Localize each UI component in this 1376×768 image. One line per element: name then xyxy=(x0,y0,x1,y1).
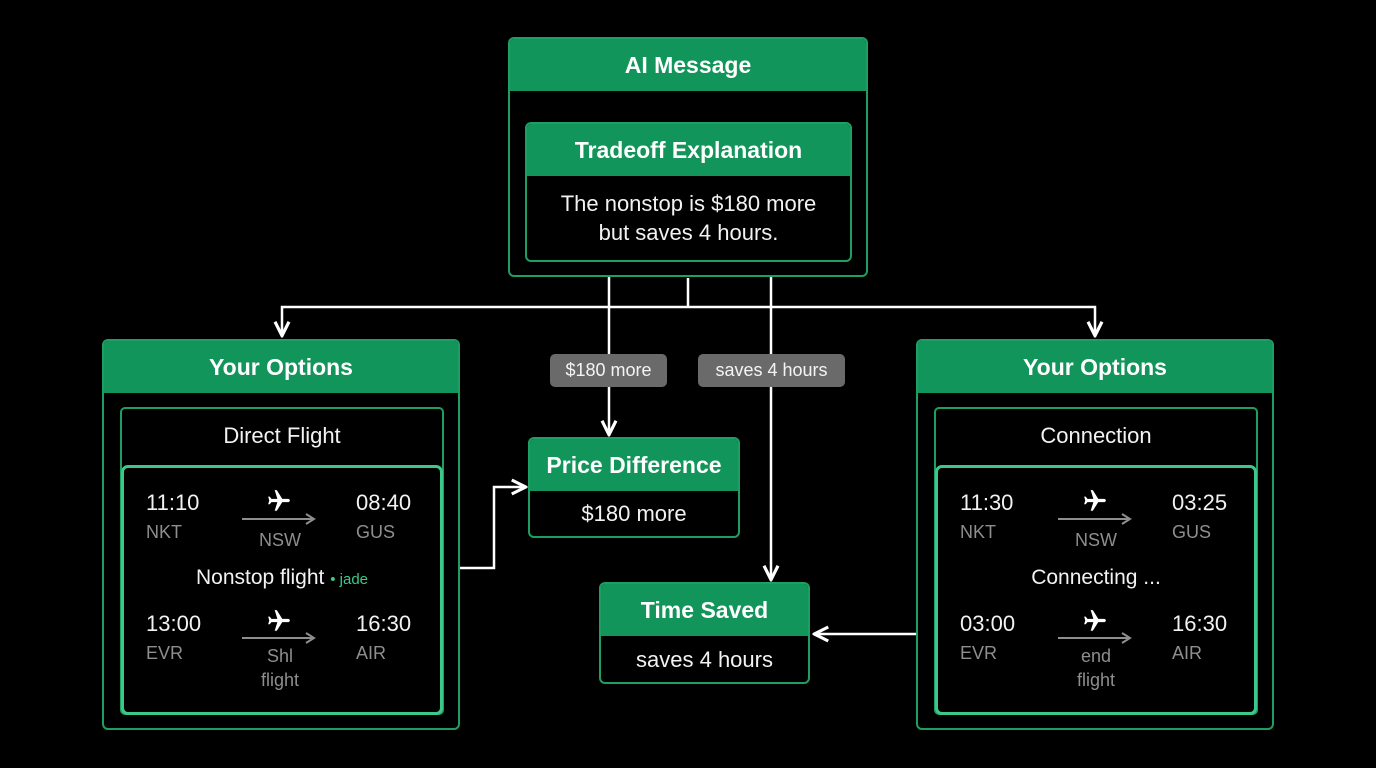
left-options-node: Your Options Direct Flight 11:10 NKT NSW… xyxy=(102,339,460,730)
time-saved-node: Time Saved saves 4 hours xyxy=(599,582,810,684)
price-difference-value: $180 more xyxy=(581,501,687,526)
leg2-via-line-1: end xyxy=(1080,646,1112,666)
arrow-right-icon xyxy=(242,632,316,644)
arrow-right-icon xyxy=(1058,513,1132,525)
tradeoff-line-2: but saves 4 hours. xyxy=(598,220,779,245)
time-saved-title: Time Saved xyxy=(601,584,808,636)
leg1-via: NSW xyxy=(1075,530,1117,550)
edge-to-left-options xyxy=(282,305,688,334)
tradeoff-explanation-node: Tradeoff Explanation The nonstop is $180… xyxy=(525,122,852,262)
leg2-arrival-code: AIR xyxy=(356,643,387,663)
right-options-subtitle: Connection xyxy=(1040,423,1152,448)
left-options-title: Your Options xyxy=(104,341,458,393)
leg2-departure-code: EVR xyxy=(146,643,184,663)
leg1-departure-time: 11:30 xyxy=(960,490,1014,515)
tradeoff-explanation-text: The nonstop is $180 more but saves 4 hou… xyxy=(527,176,850,260)
leg2-departure-code: EVR xyxy=(960,643,998,663)
left-options-subtitle: Direct Flight xyxy=(223,423,341,448)
connection-flight-card[interactable]: 11:30 NKT NSW 03:25 GUS Connecting ... 0… xyxy=(935,465,1257,715)
direct-flight-status-text: Nonstop flight xyxy=(195,566,325,589)
leg2-arrival-time: 16:30 xyxy=(1172,611,1228,636)
ai-message-title: AI Message xyxy=(510,39,866,91)
price-difference-node: Price Difference $180 more xyxy=(528,437,740,538)
leg2-arrival-time: 16:30 xyxy=(356,611,412,636)
leg2-via-line-2: flight xyxy=(260,670,300,690)
leg2-via: Shl flight xyxy=(230,644,330,692)
connection-status: Connecting ... xyxy=(1031,566,1161,589)
arrow-right-icon xyxy=(1058,632,1132,644)
leg2-via: end flight xyxy=(1046,644,1146,692)
edge-label-time: saves 4 hours xyxy=(698,354,845,387)
time-saved-value: saves 4 hours xyxy=(636,646,773,672)
leg1-arrival-time: 08:40 xyxy=(356,490,412,515)
left-options-inner: Direct Flight 11:10 NKT NSW 08:40 GUS No… xyxy=(120,407,444,715)
airplane-icon xyxy=(268,490,290,511)
tradeoff-line-1: The nonstop is $180 more xyxy=(560,191,817,216)
tradeoff-explanation-title: Tradeoff Explanation xyxy=(527,124,850,176)
direct-flight-card[interactable]: 11:10 NKT NSW 08:40 GUS Nonstop flight •… xyxy=(121,465,443,715)
right-options-inner: Connection 11:30 NKT NSW 03:25 GUS Conne… xyxy=(934,407,1258,715)
leg1-via: NSW xyxy=(259,530,301,550)
leg1-arrival-code: GUS xyxy=(356,522,396,542)
airplane-icon xyxy=(1084,610,1106,631)
edge-direct-to-price xyxy=(444,487,524,570)
leg1-arrival-code: GUS xyxy=(1172,522,1212,542)
price-difference-title: Price Difference xyxy=(530,439,738,491)
airplane-icon xyxy=(268,610,290,631)
leg1-departure-code: NKT xyxy=(146,522,182,542)
leg2-arrival-code: AIR xyxy=(1172,643,1203,663)
leg1-departure-time: 11:10 xyxy=(146,490,200,515)
right-options-node: Your Options Connection 11:30 NKT NSW 03… xyxy=(916,339,1274,730)
leg2-departure-time: 13:00 xyxy=(146,611,202,636)
leg2-via-line-2: flight xyxy=(1076,670,1116,690)
leg2-departure-time: 03:00 xyxy=(960,611,1016,636)
direct-flight-status-tag: • jade xyxy=(330,571,369,588)
arrow-right-icon xyxy=(242,513,316,525)
direct-flight-status: Nonstop flight • jade xyxy=(124,566,440,590)
right-options-title: Your Options xyxy=(918,341,1272,393)
airplane-icon xyxy=(1084,490,1106,511)
leg1-departure-code: NKT xyxy=(960,522,996,542)
edge-to-right-options xyxy=(688,305,1095,334)
edge-label-price: $180 more xyxy=(550,354,667,387)
leg2-via-line-1: Shl xyxy=(266,646,293,666)
leg1-arrival-time: 03:25 xyxy=(1172,490,1228,515)
